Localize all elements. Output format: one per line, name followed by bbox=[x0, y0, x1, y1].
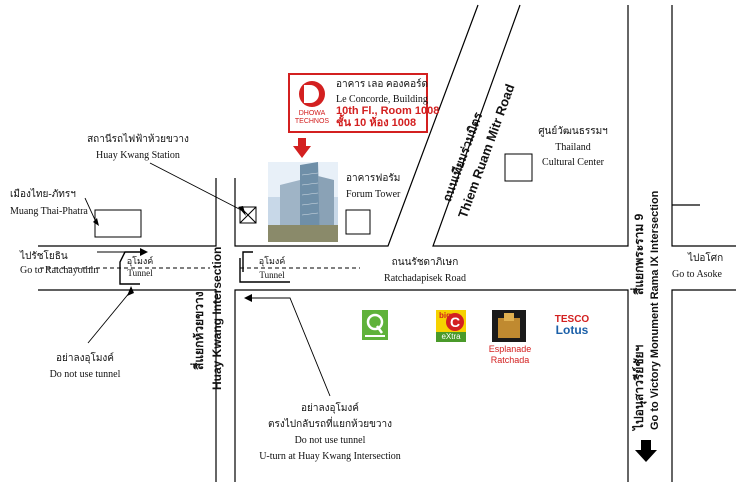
tunnel-right-th: อุโมงค์ bbox=[258, 256, 286, 266]
esplanade-text-2: Ratchada bbox=[490, 355, 530, 365]
dhowa-logo-icon bbox=[299, 81, 325, 107]
le-concorde-photo bbox=[268, 162, 338, 242]
company-info-box: DHOWA TECHNOS อาคาร เลอ คองคอร์ด Le Conc… bbox=[288, 73, 439, 133]
go-ratchayothin-th: ไปรัชโยธิน bbox=[20, 251, 68, 262]
esplanade-text-1: Esplanade bbox=[488, 344, 532, 354]
tunnel-right-bracket bbox=[239, 258, 290, 283]
no-tunnel-left-en: Do not use tunnel bbox=[49, 369, 121, 380]
road-edge-top-middle bbox=[234, 4, 479, 247]
building-name-th: อาคาร เลอ คองคอร์ด bbox=[336, 79, 428, 90]
muang-thai-th: เมืองไทย-ภัทรฯ bbox=[10, 189, 76, 200]
ratchayothin-arrowhead bbox=[140, 248, 148, 256]
tunnel-left-th: อุโมงค์ bbox=[126, 256, 154, 266]
cultural-center-en-1: Thailand bbox=[555, 142, 591, 153]
go-ratchayothin-en: Go to Ratchayothin bbox=[20, 265, 99, 276]
cultural-center-building bbox=[504, 153, 533, 182]
no-tunnel-left-leader bbox=[87, 291, 131, 344]
victory-arrow-shaft bbox=[641, 440, 651, 450]
road-edge-top-left bbox=[38, 178, 217, 247]
no-tunnel-left-arrowhead bbox=[127, 286, 134, 296]
cultural-center-th: ศูนย์วัฒนธรรมฯ bbox=[538, 126, 608, 137]
tunnel-left-en: Tunnel bbox=[127, 268, 153, 278]
rama9-th: สี่แยกพระราม 9 bbox=[632, 213, 646, 295]
victory-th: ไปอนุสาวรีย์ชัยฯ bbox=[632, 344, 646, 430]
go-asoke-en: Go to Asoke bbox=[672, 269, 722, 280]
road-edge-bottom-middle bbox=[234, 289, 629, 482]
no-tunnel-bottom-arrowhead bbox=[244, 294, 252, 302]
muang-thai-en: Muang Thai-Phatra bbox=[10, 206, 88, 217]
dhowa-logo-text: DHOWA TECHNOS bbox=[294, 110, 330, 125]
station-leader bbox=[149, 162, 246, 213]
big-c-top-text: big bbox=[439, 311, 451, 320]
victory-arrow-head bbox=[635, 450, 657, 462]
road-edge-top-far-right bbox=[671, 5, 736, 247]
station-label-th: สถานีรถไฟฟ้าห้วยขวาง bbox=[87, 134, 189, 145]
forum-tower-en: Forum Tower bbox=[346, 189, 401, 200]
tunnel-right-bracket-top bbox=[242, 251, 253, 272]
no-tunnel-bottom-th-1: อย่าลงอุโมงค์ bbox=[300, 403, 360, 414]
lotus-text: Lotus bbox=[555, 323, 589, 337]
big-c-bottom-text: eXtra bbox=[441, 332, 461, 341]
forum-tower-building bbox=[345, 209, 371, 235]
no-tunnel-bottom-leader bbox=[250, 297, 331, 397]
green-store-logo-icon bbox=[362, 310, 388, 340]
huay-kwang-en: Huay Kwang Intersection bbox=[210, 246, 224, 390]
cultural-center-en-2: Cultural Center bbox=[542, 157, 604, 168]
esplanade-photo bbox=[492, 310, 526, 342]
road-edge-bottom-left bbox=[38, 289, 217, 482]
room-th: ชั้น 10 ห้อง 1008 bbox=[336, 117, 417, 129]
station-label-en: Huay Kwang Station bbox=[96, 150, 180, 161]
no-tunnel-left-th: อย่าลงอุโมงค์ bbox=[55, 353, 115, 364]
road-edge-top-right bbox=[432, 4, 629, 247]
huay-kwang-th: สี่แยกห้วยขวาง bbox=[192, 291, 206, 370]
go-asoke-th: ไปอโศก bbox=[688, 253, 724, 264]
big-c-logo: big C eXtra bbox=[436, 310, 466, 342]
muang-thai-building bbox=[94, 209, 142, 238]
muang-thai-leader bbox=[84, 197, 97, 223]
tesco-text: TESCO bbox=[554, 314, 590, 325]
building-name-en: Le Concorde, Building bbox=[336, 94, 428, 105]
room-en: 10th Fl., Room 1008 bbox=[336, 105, 440, 117]
red-down-arrow bbox=[293, 138, 311, 158]
ratchadapisek-th: ถนนรัชดาภิเษก bbox=[391, 257, 459, 268]
ratchadapisek-en: Ratchadapisek Road bbox=[384, 273, 466, 284]
forum-tower-th: อาคารฟอรัม bbox=[346, 173, 401, 184]
station-arrowhead bbox=[238, 206, 246, 216]
big-c-icon: C bbox=[446, 313, 464, 331]
rama9-en: Go to Victory Monument Rama IX Intersect… bbox=[649, 190, 661, 430]
muang-thai-arrowhead bbox=[93, 218, 99, 226]
no-tunnel-bottom-en-2: U-turn at Huay Kwang Intersection bbox=[259, 451, 401, 462]
no-tunnel-bottom-en-1: Do not use tunnel bbox=[294, 435, 366, 446]
road-edge-bottom-right bbox=[671, 289, 736, 482]
no-tunnel-bottom-th-2: ตรงไปกลับรถที่แยกห้วยขวาง bbox=[267, 419, 393, 430]
tunnel-right-en: Tunnel bbox=[259, 270, 285, 280]
